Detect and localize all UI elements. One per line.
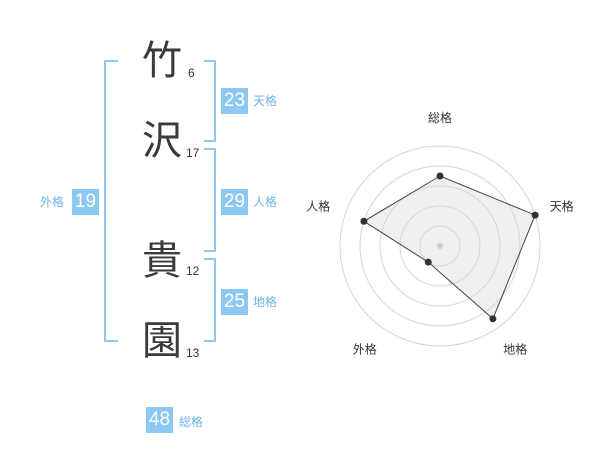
chikaku-label: 地格 xyxy=(253,295,278,309)
radar-point-1 xyxy=(436,172,444,180)
tenkaku-label: 天格 xyxy=(253,94,278,108)
radar-series xyxy=(360,172,539,323)
name-char-4: 園 xyxy=(142,318,182,364)
jinkaku-value-badge: 29 xyxy=(221,189,248,215)
tenkaku-bracket xyxy=(204,60,216,142)
stroke-count-3: 12 xyxy=(186,264,200,278)
stroke-count-1: 6 xyxy=(188,66,195,80)
radar-axis-label-1: 総格 xyxy=(428,110,452,125)
tenkaku-value-badge: 23 xyxy=(221,88,248,114)
radar-axis-label-3: 地格 xyxy=(503,342,527,357)
radar-ring xyxy=(399,205,481,287)
radar-ring xyxy=(419,225,461,267)
radar-ring xyxy=(359,165,521,327)
soukaku-label: 総格 xyxy=(179,415,204,429)
name-char-3: 貴 xyxy=(142,238,182,284)
gaikaku-label: 外格 xyxy=(40,195,65,209)
soukaku-value-badge: 48 xyxy=(146,407,173,433)
name-char-2: 沢 xyxy=(142,118,182,164)
chikaku-bracket xyxy=(204,258,216,342)
radar-point-3 xyxy=(489,315,497,323)
gaikaku-value-badge: 19 xyxy=(72,189,99,215)
radar-point-2 xyxy=(531,211,539,219)
chikaku-value-badge: 25 xyxy=(221,289,248,315)
name-char-1: 竹 xyxy=(142,38,182,84)
radar-axis-label-4: 外格 xyxy=(353,342,377,357)
jinkaku-bracket xyxy=(204,148,216,252)
radar-axis-label-2: 天格 xyxy=(550,198,574,213)
jinkaku-label: 人格 xyxy=(253,195,278,209)
radar-center-dot xyxy=(437,243,443,249)
radar-axis-label-5: 人格 xyxy=(306,198,330,213)
radar-point-4 xyxy=(424,258,432,266)
stroke-count-4: 13 xyxy=(186,346,200,360)
gaikaku-bracket xyxy=(104,60,118,342)
radar-ring xyxy=(379,185,501,307)
radar-point-5 xyxy=(360,217,368,225)
stroke-count-2: 17 xyxy=(186,146,200,160)
radar-series-polygon xyxy=(362,175,536,320)
